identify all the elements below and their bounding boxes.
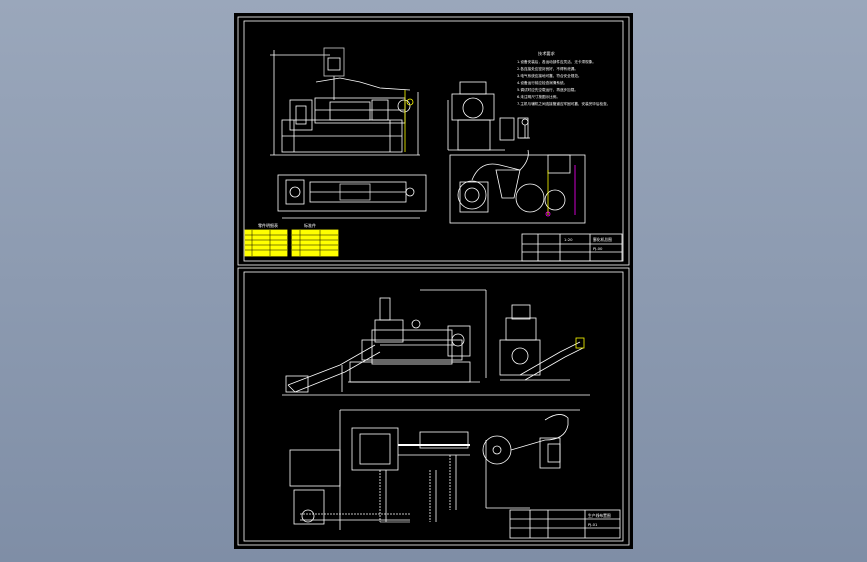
note-line: 7.主机与辅机之间连接管道应牢固可靠，安装完毕后检查。	[517, 101, 610, 106]
title-block-bottom: 生产线布置图 PJ-01	[509, 509, 621, 539]
auxiliary-plan-view	[449, 149, 586, 224]
bottom-title-name: 生产线布置图	[588, 513, 611, 518]
production-line-elevation	[282, 289, 590, 396]
top-outer-frame	[237, 16, 630, 266]
svg-text:零件明细表: 零件明细表	[258, 222, 278, 228]
notes-heading: 技术要求	[538, 50, 556, 57]
top-inner-frame	[243, 20, 624, 262]
parts-list-b: 标准件	[291, 222, 339, 257]
svg-text:标准件: 标准件	[304, 222, 316, 228]
production-line-plan	[289, 409, 580, 530]
note-line: 6.未注明尺寸按图示比例。	[517, 94, 560, 99]
top-drawing: 技术要求 1.设备安装后，各运动部件应灵活，无卡滞现象。 2.各连接处应密封良好…	[237, 16, 630, 266]
note-line: 3.电气系统应接地可靠，符合安全规范。	[517, 73, 582, 78]
bottom-drawing: 生产线布置图 PJ-01	[237, 267, 630, 546]
extruder-end-view	[447, 81, 530, 151]
bottom-outer-frame	[237, 267, 630, 546]
drawing-sheet	[234, 13, 633, 549]
title-block-scale: 1:20	[564, 237, 573, 242]
extruder-plan-view	[277, 174, 427, 219]
note-line: 5.调试时应先空载运行，再逐步加载。	[517, 87, 578, 92]
note-line: 1.设备安装后，各运动部件应灵活，无卡滞现象。	[517, 59, 596, 64]
technical-notes: 1.设备安装后，各运动部件应灵活，无卡滞现象。 2.各连接处应密封良好，不得有泄…	[517, 59, 610, 106]
extruder-side-view	[270, 47, 420, 156]
title-block-name: 膨化机总图	[593, 237, 612, 242]
title-block-top: 膨化机总图 PJ-00 1:20	[521, 233, 623, 262]
note-line: 2.各连接处应密封良好，不得有泄漏。	[517, 66, 578, 71]
note-line: 4.设备运行前应检查润滑系统。	[517, 80, 567, 85]
bottom-inner-frame	[243, 271, 624, 542]
bottom-title-number: PJ-01	[588, 522, 598, 527]
parts-list-a: 零件明细表	[244, 222, 288, 257]
title-block-number: PJ-00	[593, 246, 603, 251]
